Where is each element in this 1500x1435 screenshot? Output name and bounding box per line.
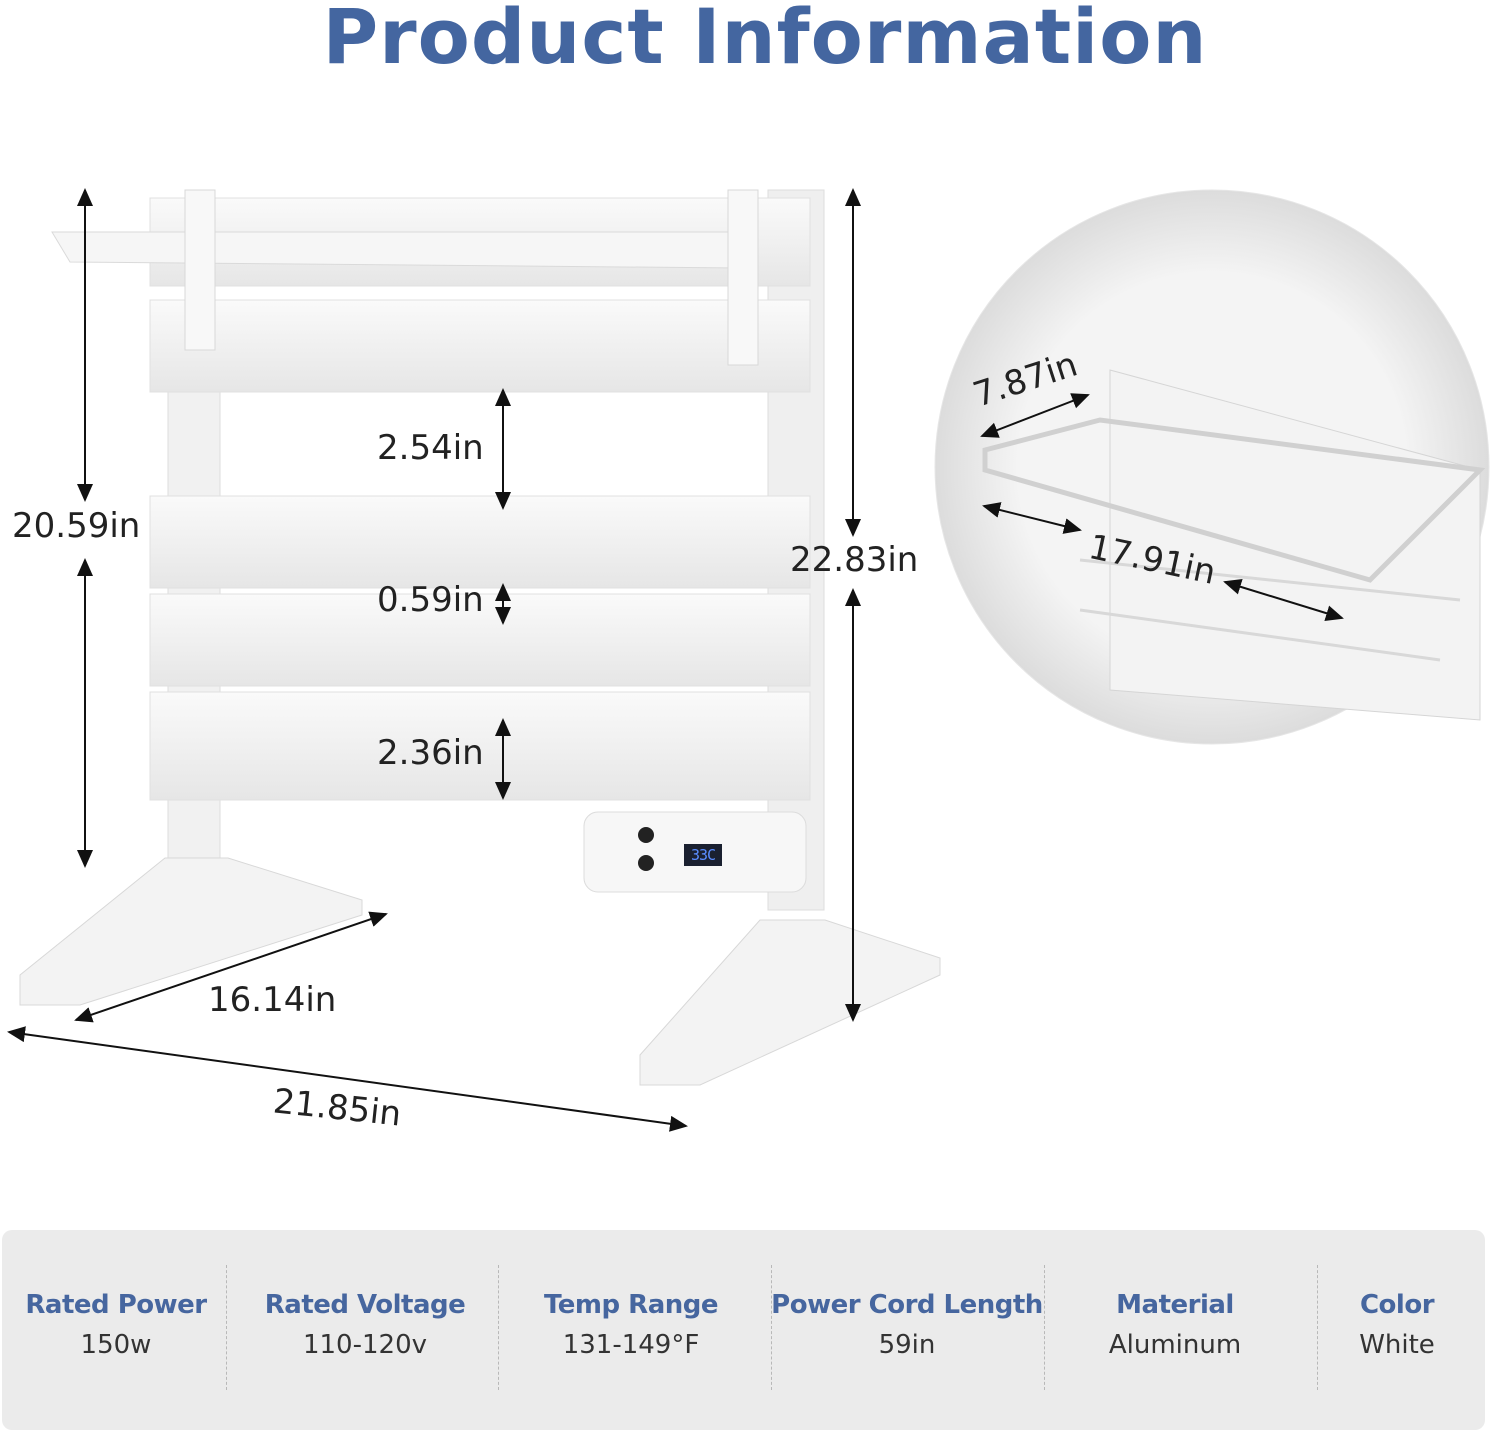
spec-value: 131-149°F bbox=[562, 1330, 700, 1360]
divider bbox=[1317, 1265, 1318, 1390]
spec-label: Temp Range bbox=[544, 1290, 719, 1320]
dim-total-height-label: 22.83in bbox=[790, 540, 919, 580]
spec-label: Rated Voltage bbox=[264, 1290, 466, 1320]
spec-cord-length: Power Cord Length 59in bbox=[771, 1290, 1043, 1360]
divider bbox=[226, 1265, 227, 1390]
spec-label: Rated Power bbox=[25, 1290, 207, 1320]
dim-gap-top-label: 2.54in bbox=[377, 428, 484, 468]
power-button bbox=[638, 855, 654, 871]
spec-rated-voltage: Rated Voltage 110-120v bbox=[264, 1290, 466, 1360]
spec-table: Rated Power 150w Rated Voltage 110-120v Te… bbox=[2, 1230, 1485, 1430]
dim-bar-height-label: 2.36in bbox=[377, 733, 484, 773]
dim-bar-gap-label: 0.59in bbox=[377, 580, 484, 620]
right-foot bbox=[639, 919, 941, 1086]
spec-label: Material bbox=[1116, 1290, 1234, 1320]
dim-height-label: 20.59in bbox=[12, 506, 141, 546]
heating-bar bbox=[149, 299, 811, 393]
spec-label: Power Cord Length bbox=[771, 1290, 1043, 1320]
divider bbox=[498, 1265, 499, 1390]
dim-foot-depth-label: 16.14in bbox=[208, 980, 337, 1020]
spec-value: 110-120v bbox=[302, 1330, 428, 1360]
spec-label: Color bbox=[1359, 1290, 1435, 1320]
divider bbox=[1044, 1265, 1045, 1390]
spec-value: Aluminum bbox=[1108, 1330, 1242, 1360]
spec-value: 59in bbox=[878, 1330, 936, 1360]
towel-warmer-illustration bbox=[7, 188, 1490, 1132]
temperature-display: 33C bbox=[684, 844, 722, 866]
spec-rated-power: Rated Power 150w bbox=[25, 1290, 207, 1360]
divider bbox=[771, 1265, 772, 1390]
heating-bar bbox=[149, 593, 811, 687]
heating-bar bbox=[149, 691, 811, 801]
spec-value: 150w bbox=[80, 1330, 152, 1360]
heating-bar bbox=[149, 495, 811, 589]
page-title: Product Information bbox=[322, 0, 1208, 81]
spec-value: White bbox=[1359, 1330, 1435, 1360]
dimension-arrows bbox=[7, 188, 1344, 1132]
spec-temp-range: Temp Range 131-149°F bbox=[544, 1290, 719, 1360]
timer-button bbox=[638, 827, 654, 843]
top-shelf bbox=[51, 231, 741, 269]
